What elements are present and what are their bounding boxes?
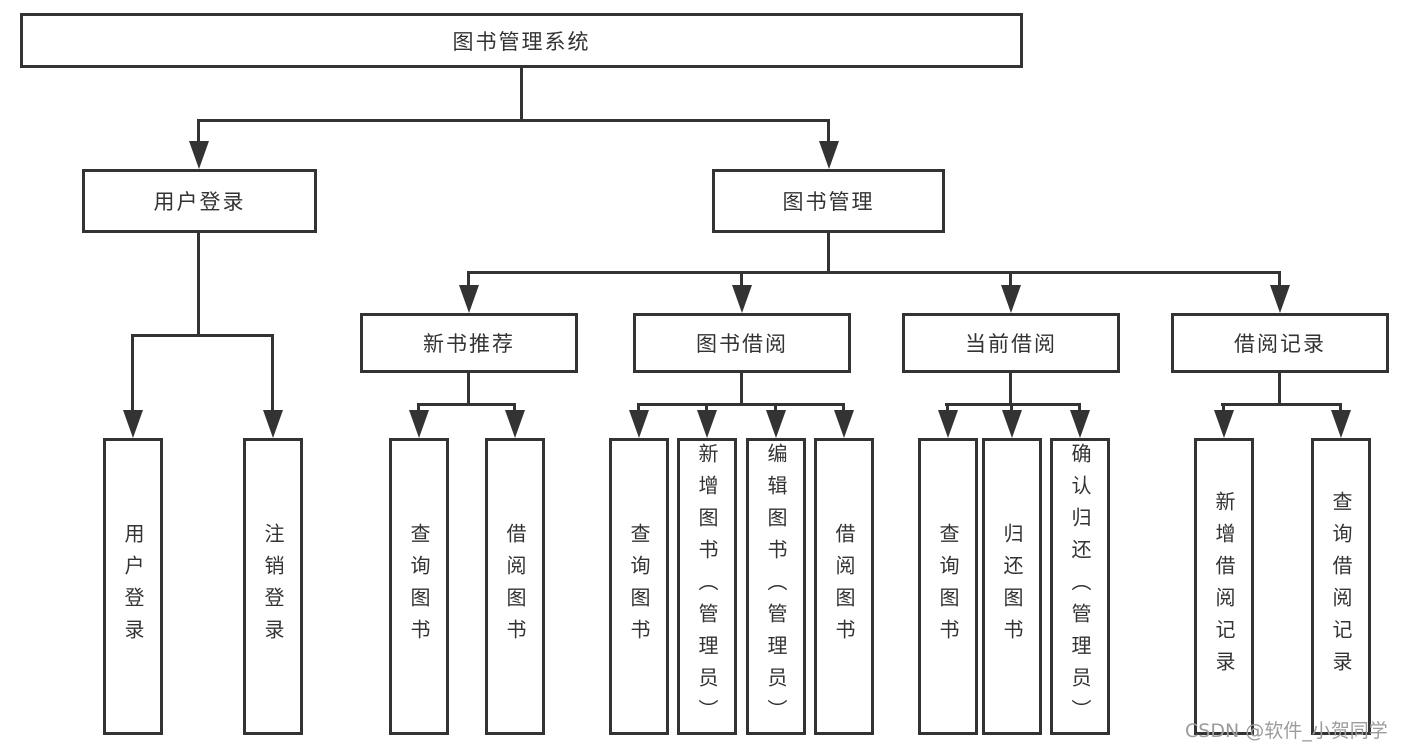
node-borrow-records: 借阅记录 bbox=[1171, 313, 1389, 373]
branch-rail-newrec bbox=[417, 403, 516, 406]
node-label: 用户登录 bbox=[153, 190, 246, 214]
node-label: 新增图书（管理员） bbox=[695, 442, 719, 731]
node-label: 用户登录 bbox=[121, 522, 145, 651]
node-label: 确认归还（管理员） bbox=[1068, 442, 1092, 731]
node-label: 查询图书 bbox=[407, 522, 431, 651]
connector-book-mgmt-stub bbox=[827, 233, 830, 272]
drop-stub bbox=[705, 403, 708, 412]
leaf-records-query-record: 查询借阅记录 bbox=[1311, 438, 1371, 735]
arrowhead-down-icon bbox=[1002, 410, 1022, 438]
node-label: 当前借阅 bbox=[965, 332, 1057, 356]
arrowhead-down-icon bbox=[1001, 285, 1021, 313]
leaf-borrow-borrow-books: 借阅图书 bbox=[814, 438, 874, 735]
arrowhead-down-icon bbox=[189, 141, 209, 169]
drop-stub bbox=[513, 403, 516, 412]
node-book-borrow: 图书借阅 bbox=[633, 313, 851, 373]
node-new-book-recommend: 新书推荐 bbox=[360, 313, 578, 373]
node-label: 编辑图书（管理员） bbox=[764, 442, 788, 731]
node-library-management-system: 图书管理系统 bbox=[20, 13, 1023, 68]
drop-stub bbox=[1010, 403, 1013, 412]
node-label: 借阅图书 bbox=[832, 522, 856, 651]
branch-rail-records bbox=[1221, 403, 1342, 406]
node-label: 注销登录 bbox=[261, 522, 285, 651]
node-label: 借阅图书 bbox=[503, 522, 527, 651]
leaf-user-login: 用户登录 bbox=[103, 438, 163, 735]
drop-stub bbox=[417, 403, 420, 412]
arrowhead-down-icon bbox=[1331, 410, 1351, 438]
node-label: 查询借阅记录 bbox=[1329, 490, 1353, 683]
node-label: 新书推荐 bbox=[423, 332, 515, 356]
drop-stub bbox=[131, 334, 134, 412]
leaf-borrow-add-books-admin: 新增图书（管理员） bbox=[677, 438, 737, 735]
connector-records-stub bbox=[1278, 373, 1281, 404]
leaf-records-add-record: 新增借阅记录 bbox=[1194, 438, 1254, 735]
arrowhead-down-icon bbox=[409, 410, 429, 438]
arrowhead-down-icon bbox=[1214, 410, 1234, 438]
drop-stub bbox=[740, 271, 743, 287]
leaf-borrow-query-books: 查询图书 bbox=[609, 438, 669, 735]
node-label: 图书借阅 bbox=[696, 332, 788, 356]
arrowhead-down-icon bbox=[459, 285, 479, 313]
connector-root-stub bbox=[520, 68, 523, 120]
drop-stub bbox=[637, 403, 640, 412]
leaf-current-return-books: 归还图书 bbox=[982, 438, 1042, 735]
drop-stub bbox=[1278, 271, 1281, 287]
connector-current-stub bbox=[1009, 373, 1012, 404]
connector-user-login-stub bbox=[197, 233, 200, 335]
node-label: 图书管理系统 bbox=[452, 29, 591, 54]
drop-stub bbox=[1078, 403, 1081, 412]
leaf-newrec-borrow-books: 借阅图书 bbox=[485, 438, 545, 735]
connector-borrow-stub bbox=[740, 373, 743, 404]
node-book-management: 图书管理 bbox=[712, 169, 945, 233]
drop-stub bbox=[1009, 271, 1012, 287]
arrowhead-down-icon bbox=[1270, 285, 1290, 313]
drop-stub bbox=[197, 119, 200, 143]
node-label: 新增借阅记录 bbox=[1212, 490, 1236, 683]
leaf-current-query-books: 查询图书 bbox=[918, 438, 978, 735]
drop-stub bbox=[467, 271, 470, 287]
leaf-logout-login: 注销登录 bbox=[243, 438, 303, 735]
branch-rail-user-login bbox=[131, 334, 274, 337]
arrowhead-down-icon bbox=[123, 410, 143, 438]
node-label: 借阅记录 bbox=[1234, 332, 1326, 356]
arrowhead-down-icon bbox=[819, 141, 839, 169]
drop-stub bbox=[946, 403, 949, 412]
branch-rail-borrow bbox=[637, 403, 845, 406]
arrowhead-down-icon bbox=[1070, 410, 1090, 438]
arrowhead-down-icon bbox=[697, 410, 717, 438]
node-label: 图书管理 bbox=[782, 190, 875, 214]
csdn-watermark: CSDN @软件_小贺同学 bbox=[1185, 720, 1388, 742]
drop-stub bbox=[774, 403, 777, 412]
arrowhead-down-icon bbox=[629, 410, 649, 438]
drop-stub bbox=[827, 119, 830, 143]
node-current-borrow: 当前借阅 bbox=[902, 313, 1120, 373]
arrowhead-down-icon bbox=[505, 410, 525, 438]
branch-rail-current bbox=[945, 403, 1081, 406]
node-label: 查询图书 bbox=[936, 522, 960, 651]
arrowhead-down-icon bbox=[938, 410, 958, 438]
connector-newrec-stub bbox=[467, 373, 470, 404]
drop-stub bbox=[842, 403, 845, 412]
arrowhead-down-icon bbox=[263, 410, 283, 438]
drop-stub bbox=[1339, 403, 1342, 412]
arrowhead-down-icon bbox=[834, 410, 854, 438]
branch-rail-book-mgmt bbox=[467, 271, 1281, 274]
arrowhead-down-icon bbox=[766, 410, 786, 438]
drop-stub bbox=[271, 334, 274, 412]
leaf-newrec-query-books: 查询图书 bbox=[389, 438, 449, 735]
leaf-current-confirm-return-admin: 确认归还（管理员） bbox=[1050, 438, 1110, 735]
branch-rail-level1 bbox=[197, 119, 830, 122]
arrowhead-down-icon bbox=[732, 285, 752, 313]
leaf-borrow-edit-books-admin: 编辑图书（管理员） bbox=[746, 438, 806, 735]
node-label: 查询图书 bbox=[627, 522, 651, 651]
node-user-login: 用户登录 bbox=[82, 169, 317, 233]
node-label: 归还图书 bbox=[1000, 522, 1024, 651]
drop-stub bbox=[1222, 403, 1225, 412]
